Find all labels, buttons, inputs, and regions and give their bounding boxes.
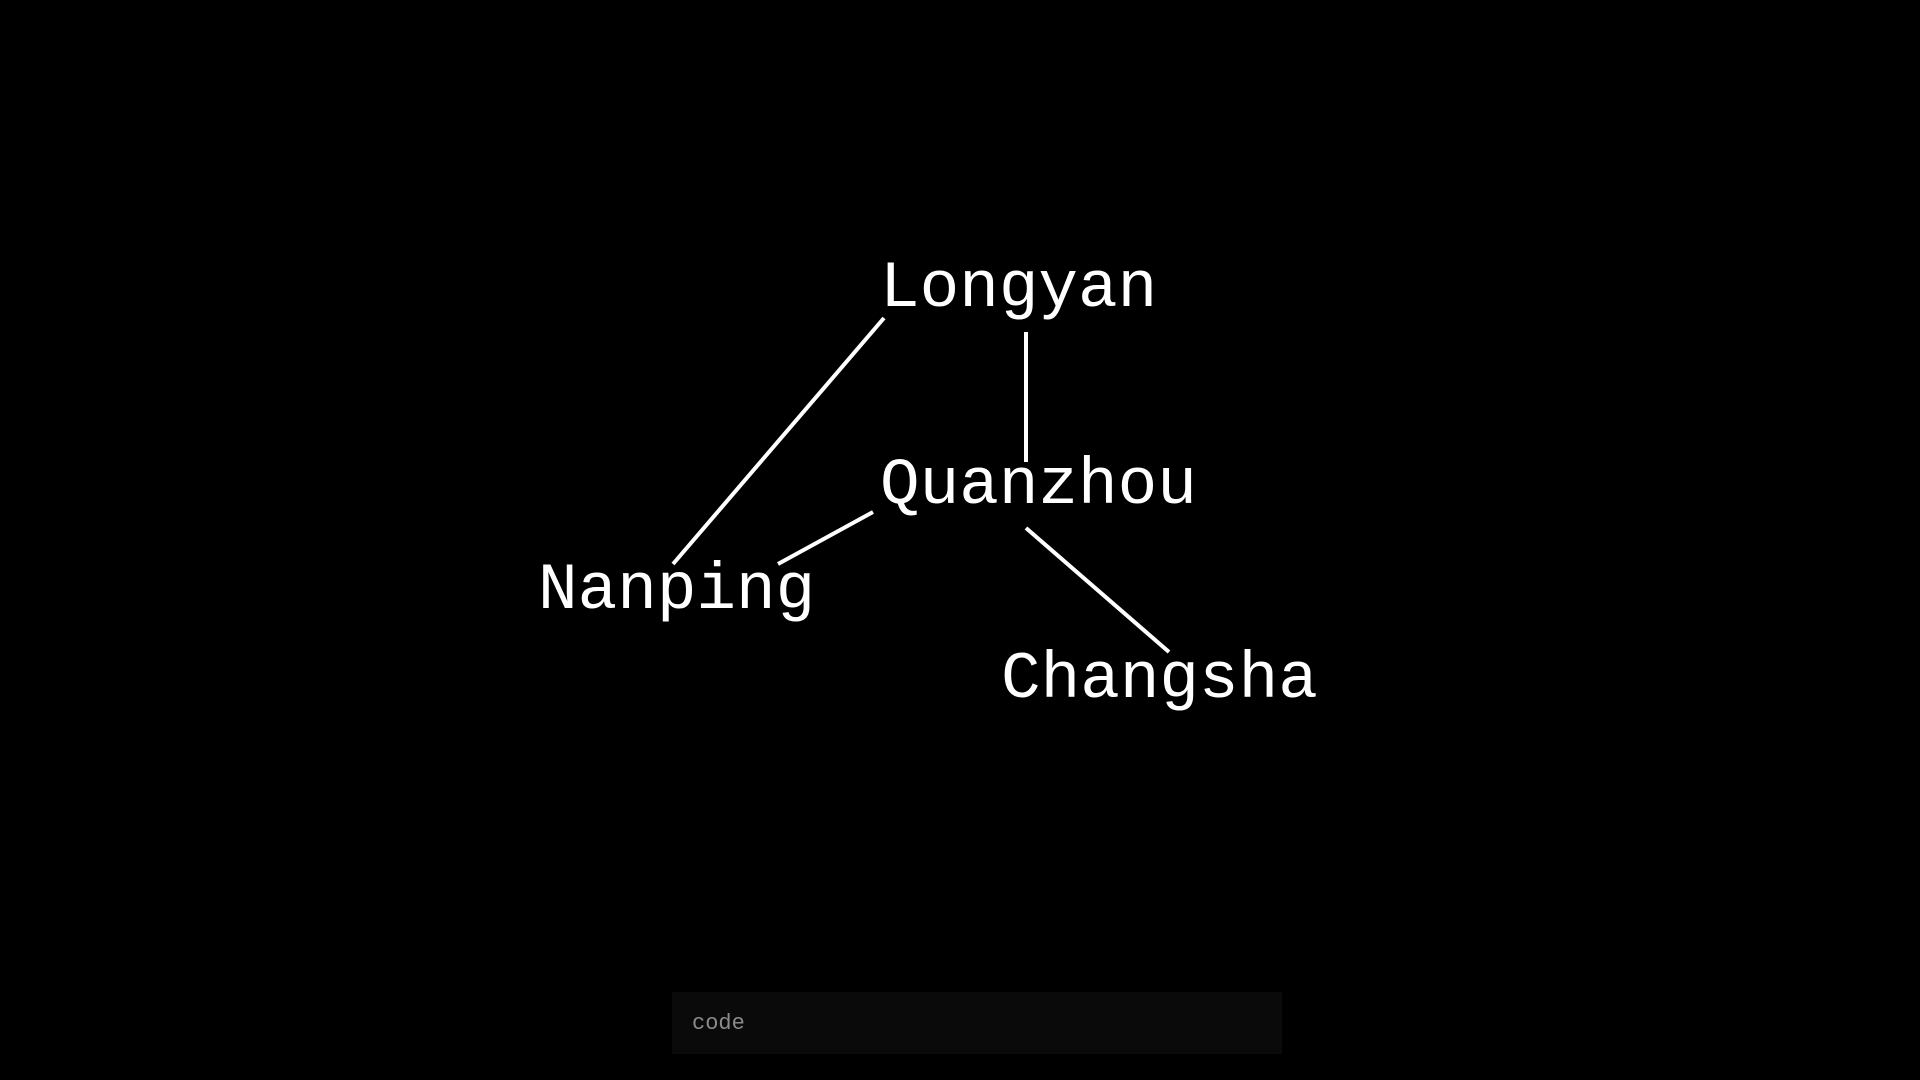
edge-quanzhou-nanping [777, 510, 874, 566]
node-changsha: Changsha [1001, 642, 1318, 717]
code-input[interactable] [672, 992, 1282, 1054]
edge-longyan-nanping [671, 316, 886, 566]
edge-quanzhou-changsha [1024, 526, 1171, 654]
node-nanping: Nanping [538, 553, 815, 628]
node-longyan: Longyan [880, 251, 1157, 326]
node-quanzhou: Quanzhou [880, 448, 1197, 523]
